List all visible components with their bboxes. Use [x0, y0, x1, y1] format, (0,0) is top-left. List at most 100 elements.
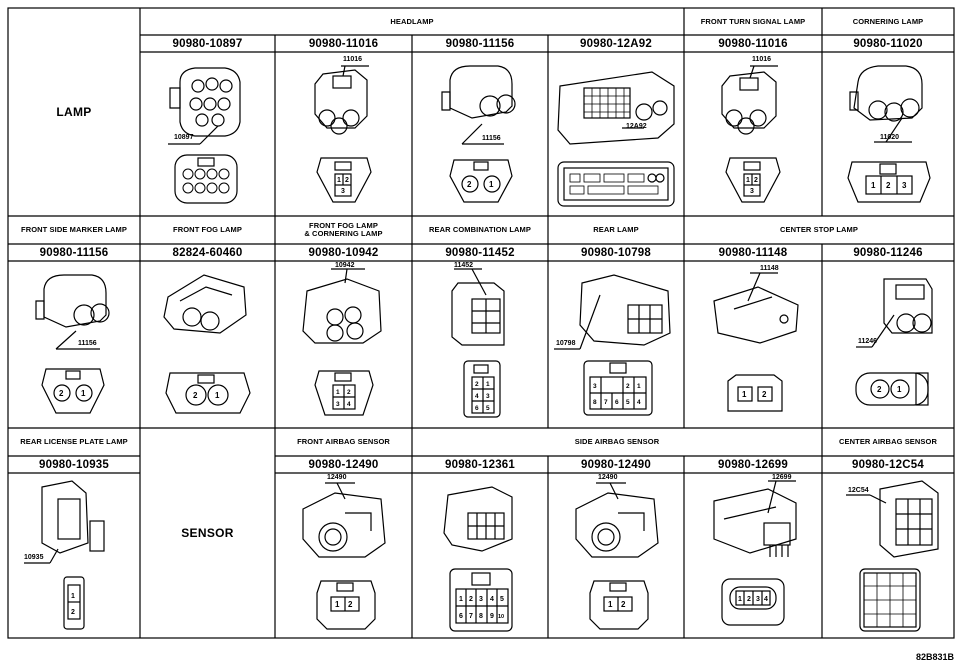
connector-housing-2pin: 2 1: [35, 274, 110, 414]
connector-drawing: 12A92: [548, 52, 684, 216]
part-number: 90980-10897: [172, 37, 243, 50]
part-number: 90980-11016: [308, 37, 379, 50]
pin-number: 1: [215, 391, 220, 400]
header-side-airbag-sensor: SIDE AIRBAG SENSOR: [574, 437, 660, 446]
pin-number: 1: [637, 383, 641, 390]
connector-housing-2pin: 1 2: [713, 272, 799, 412]
pin-number: 1: [335, 600, 340, 609]
pin-number: 3: [902, 181, 907, 190]
connector-drawing: 1 2 3 11016: [275, 52, 412, 216]
connector-code: 11016: [752, 56, 772, 63]
part-number: 90980-11016: [718, 37, 788, 50]
connector-drawing: 3 2 1 8 7 6 5 4 10798: [548, 261, 684, 428]
pin-number: 4: [490, 596, 494, 603]
pin-number: 1: [486, 381, 490, 388]
header-front-fog-cornering-lamp: FRONT FOG LAMP & CORNERING LAMP: [275, 216, 412, 244]
pin-number: 2: [59, 389, 64, 398]
pin-number: 1: [871, 181, 876, 190]
pin-number: 9: [490, 613, 494, 620]
connector-drawing: 1 2 3 4 12699: [684, 473, 822, 638]
pin-number: 6: [459, 613, 463, 620]
pin-number: 5: [626, 399, 630, 406]
connector-housing-2pin: 1 2: [302, 482, 386, 630]
pin-number: 3: [341, 188, 345, 195]
header-rear-combination-lamp: REAR COMBINATION LAMP: [429, 225, 531, 234]
part-number: 90980-12490: [308, 458, 379, 471]
part-number: 90980-12361: [445, 458, 515, 471]
part-number: 90980-11156: [39, 246, 109, 259]
header-line: & CORNERING LAMP: [304, 229, 383, 238]
pin-number: 8: [479, 613, 483, 620]
header-front-airbag-sensor: FRONT AIRBAG SENSOR: [297, 437, 390, 446]
connector-housing-3pin: 1 2 3: [314, 65, 372, 203]
part-number: 90980-11020: [853, 37, 923, 50]
connector-housing-4pin: 1 2 3 4: [713, 480, 797, 626]
connector-drawing: 10897: [140, 52, 275, 216]
connector-code: 11016: [343, 56, 363, 63]
section-label-sensor: SENSOR: [181, 526, 234, 540]
pin-number: 5: [486, 405, 490, 412]
pin-number: 4: [637, 399, 641, 406]
connector-code: 12490: [598, 474, 618, 481]
pin-number: 3: [486, 393, 490, 400]
part-number: 90980-11452: [445, 246, 515, 259]
connector-housing-4pin: 1 2 3 4: [302, 268, 382, 416]
connector-code: 11020: [880, 134, 900, 141]
part-number: 90980-10935: [39, 458, 109, 471]
pin-number: 2: [467, 180, 472, 189]
part-number: 90980-12699: [718, 458, 788, 471]
connector-code: 10798: [556, 340, 576, 347]
pin-number: 10: [498, 614, 504, 620]
pin-number: 2: [877, 385, 882, 394]
connector-housing-multipin: [846, 480, 939, 632]
pin-number: 1: [336, 389, 340, 396]
pin-number: 1: [337, 177, 341, 184]
pin-number: 1: [489, 180, 494, 189]
header-center-stop-lamp: CENTER STOP LAMP: [780, 225, 858, 234]
connector-housing-2pin: 1 2: [575, 482, 659, 630]
header-front-side-marker-lamp: FRONT SIDE MARKER LAMP: [21, 225, 127, 234]
pin-number: 4: [475, 393, 479, 400]
pin-number: 2: [348, 600, 353, 609]
connector-housing-multipin: [557, 71, 675, 207]
pin-number: 2: [347, 389, 351, 396]
pin-number: 1: [71, 593, 75, 600]
pin-number: 3: [479, 596, 483, 603]
part-number: 90980-10798: [581, 246, 651, 259]
pin-number: 8: [593, 399, 597, 406]
pin-number: 4: [764, 596, 768, 603]
connector-drawing: 1 2 3 4 5 6 7 8 9 10: [412, 473, 548, 638]
connector-drawing: 1 2 3 4 10942: [275, 261, 412, 428]
connector-housing-2pin: 2 1: [163, 274, 251, 414]
connector-code: 11148: [760, 265, 779, 272]
pin-number: 2: [475, 381, 479, 388]
part-number: 82824-60460: [172, 246, 243, 259]
connector-drawing: 1 2 3 11016: [684, 52, 822, 216]
connector-drawing: 1 2 10935: [8, 473, 140, 638]
part-number: 90980-11156: [445, 37, 515, 50]
pin-number: 3: [593, 383, 597, 390]
section-label-lamp: LAMP: [56, 105, 92, 119]
connector-code: 11452: [454, 262, 474, 269]
pin-number: 3: [336, 401, 340, 408]
connector-drawing: 1 2 3 11020: [822, 52, 954, 216]
pin-number: 3: [750, 188, 754, 195]
header-headlamp: HEADLAMP: [390, 16, 434, 26]
connector-code: 10942: [335, 262, 355, 269]
connector-drawing: 1 2 12490: [548, 473, 684, 638]
header-rear-lamp: REAR LAMP: [593, 225, 639, 234]
pin-number: 2: [762, 390, 767, 399]
pin-number: 1: [81, 389, 86, 398]
connector-code: 10897: [174, 134, 194, 141]
pin-number: 7: [604, 399, 608, 406]
part-number: 90980-11246: [853, 246, 923, 259]
connector-code: 10935: [24, 554, 44, 561]
figure-id: 82B831B: [915, 652, 954, 662]
connector-housing-10pin: 1 2 3 4 5 6 7 8 9 10: [443, 486, 513, 632]
connector-code: 12A92: [626, 123, 647, 130]
connector-housing-8pin: [168, 67, 241, 204]
pin-number: 2: [626, 383, 630, 390]
pin-number: 2: [469, 596, 473, 603]
pin-number: 1: [738, 596, 742, 603]
connector-drawing: 1 2 11148: [684, 261, 822, 428]
